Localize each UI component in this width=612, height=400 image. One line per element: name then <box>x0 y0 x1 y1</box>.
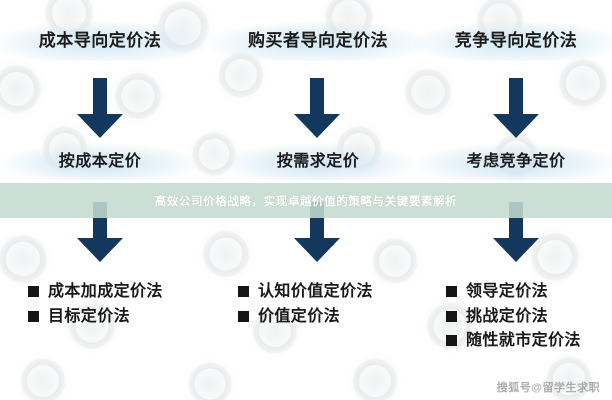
column-1-middle-label: 按成本定价 <box>58 153 142 170</box>
list-item: 挑战定价法 <box>446 308 581 326</box>
column-3-middle: 考虑竞争定价 <box>415 143 612 181</box>
list-item: 随性就市定价法 <box>446 332 581 350</box>
list-item-label: 领导定价法 <box>466 283 549 300</box>
down-arrow-icon <box>290 202 344 264</box>
down-arrow-icon <box>290 78 344 140</box>
list-item-label: 成本加成定价法 <box>48 283 163 300</box>
column-2-middle-label: 按需求定价 <box>276 153 360 170</box>
list-item: 目标定价法 <box>28 308 163 326</box>
column-2-middle: 按需求定价 <box>222 143 414 181</box>
column-1-item-list: 成本加成定价法 目标定价法 <box>28 283 163 332</box>
square-bullet-icon <box>238 286 249 298</box>
column-3-header: 竞争导向定价法 <box>413 21 612 61</box>
background-watermark-stamp <box>14 352 72 400</box>
background-watermark-stamp <box>0 228 54 290</box>
list-item: 领导定价法 <box>446 283 581 301</box>
background-watermark-stamp <box>398 62 458 122</box>
header-highlight-glow <box>208 21 428 61</box>
background-watermark-stamp <box>552 52 612 114</box>
list-item-label: 认知价值定价法 <box>258 283 373 300</box>
list-item: 价值定价法 <box>238 308 373 326</box>
square-bullet-icon <box>446 286 457 298</box>
square-bullet-icon <box>446 310 457 322</box>
square-bullet-icon <box>446 335 457 347</box>
list-item-label: 价值定价法 <box>258 307 341 325</box>
list-item-label: 挑战定价法 <box>466 307 549 325</box>
middle-highlight-glow <box>222 143 414 181</box>
background-watermark-stamp <box>0 58 48 120</box>
middle-highlight-glow <box>415 143 612 181</box>
header-highlight-glow <box>413 21 612 61</box>
list-item-label: 随性就市定价法 <box>466 332 581 350</box>
list-item-label: 目标定价法 <box>48 307 131 325</box>
header-highlight-glow <box>0 21 205 61</box>
column-2-header: 购买者导向定价法 <box>208 21 428 61</box>
column-3-item-list: 领导定价法 挑战定价法 随性就市定价法 <box>446 283 581 357</box>
background-watermark-stamp <box>182 356 238 400</box>
down-arrow-icon <box>73 78 127 140</box>
column-2-item-list: 认知价值定价法 价值定价法 <box>238 283 373 332</box>
column-1-header: 成本导向定价法 <box>0 21 205 61</box>
down-arrow-icon <box>489 78 543 140</box>
title-overlay-text: 高效公司价格战略，实现卓越价值的策略与关键要素解析 <box>154 195 458 208</box>
list-item: 认知价值定价法 <box>238 283 373 301</box>
title-overlay-banner: 高效公司价格战略，实现卓越价值的策略与关键要素解析 <box>0 183 612 218</box>
column-1-header-label: 成本导向定价法 <box>38 31 162 50</box>
square-bullet-icon <box>28 310 39 322</box>
list-item: 成本加成定价法 <box>28 283 163 301</box>
down-arrow-icon <box>73 202 127 264</box>
column-2-header-label: 购买者导向定价法 <box>248 31 388 50</box>
middle-highlight-glow <box>4 143 196 181</box>
square-bullet-icon <box>28 286 39 298</box>
column-1-middle: 按成本定价 <box>4 143 196 181</box>
column-3-middle-label: 考虑竞争定价 <box>466 153 566 170</box>
square-bullet-icon <box>238 310 249 322</box>
source-watermark: 搜狐号@留学生求职 <box>496 382 600 394</box>
background-watermark-stamp <box>196 224 256 284</box>
background-watermark-stamp <box>346 352 404 400</box>
background-watermark-stamp <box>366 232 424 290</box>
down-arrow-icon <box>489 202 543 264</box>
column-3-header-label: 竞争导向定价法 <box>454 31 578 50</box>
